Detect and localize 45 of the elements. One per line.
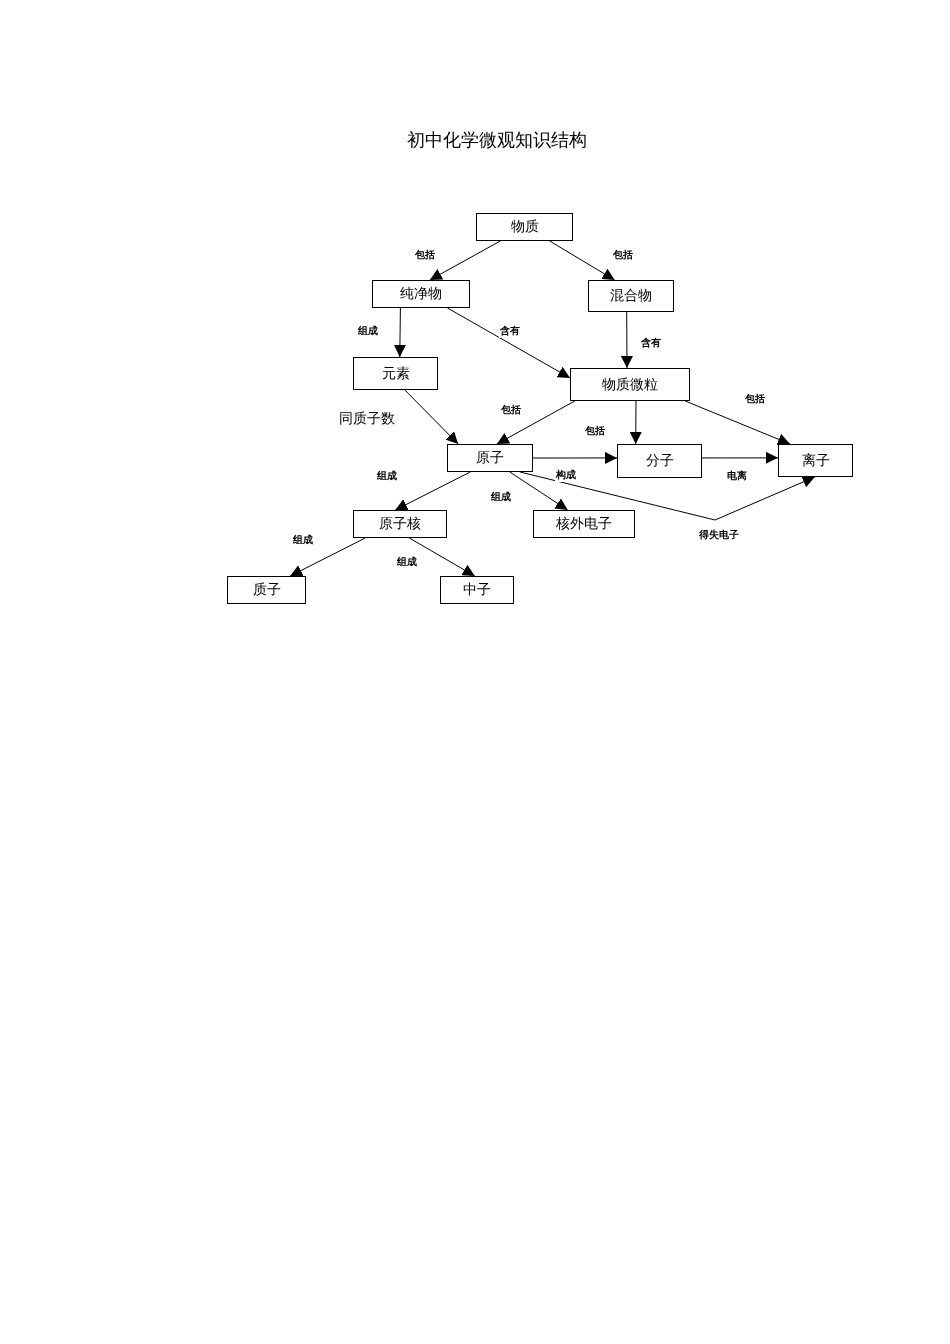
- arrow: [429, 240, 501, 281]
- concept-box: 纯净物: [372, 280, 470, 308]
- arrow: [549, 240, 616, 281]
- arrow: [289, 537, 366, 577]
- arrow: [408, 537, 476, 577]
- arrow: [620, 311, 633, 369]
- edge-label: 组成: [376, 469, 398, 483]
- concept-box: 中子: [440, 576, 514, 604]
- edge-label: 组成: [357, 324, 379, 338]
- edge-label: 包括: [612, 248, 634, 262]
- arrow: [684, 400, 791, 445]
- edge-label: 含有: [499, 324, 521, 338]
- arrow: [701, 451, 779, 464]
- edge-label: 得失电子: [698, 528, 740, 542]
- concept-box: 原子: [447, 444, 533, 472]
- edge-label: 包括: [414, 248, 436, 262]
- edge-label: 组成: [396, 555, 418, 569]
- arrow: [629, 400, 642, 445]
- arrow: [446, 307, 571, 379]
- arrow: [404, 389, 459, 445]
- concept-box: 质子: [227, 576, 306, 604]
- arrow: [394, 471, 471, 511]
- arrow: [519, 471, 816, 521]
- concept-box: 分子: [617, 444, 702, 478]
- edge-label: 组成: [490, 490, 512, 504]
- concept-box: 物质: [476, 213, 573, 241]
- concept-box: 混合物: [588, 280, 674, 312]
- edge-label: 组成: [292, 533, 314, 547]
- arrow: [496, 400, 576, 445]
- edge-label: 电离: [726, 469, 748, 483]
- arrow: [509, 471, 569, 511]
- concept-box: 元素: [353, 357, 438, 390]
- edge-label: 包括: [584, 424, 606, 438]
- title: 初中化学微观知识结构: [406, 128, 588, 152]
- concept-box: 离子: [778, 444, 853, 477]
- edge-label: 包括: [744, 392, 766, 406]
- arrow: [393, 307, 406, 358]
- edge-label: 包括: [500, 403, 522, 417]
- concept-box: 核外电子: [533, 510, 635, 538]
- concept-box: 原子核: [353, 510, 447, 538]
- concept-box: 物质微粒: [570, 368, 690, 401]
- edge-label: 构成: [555, 468, 577, 482]
- edge-label: 同质子数: [338, 410, 396, 428]
- edge-label: 含有: [640, 336, 662, 350]
- arrow: [532, 451, 618, 464]
